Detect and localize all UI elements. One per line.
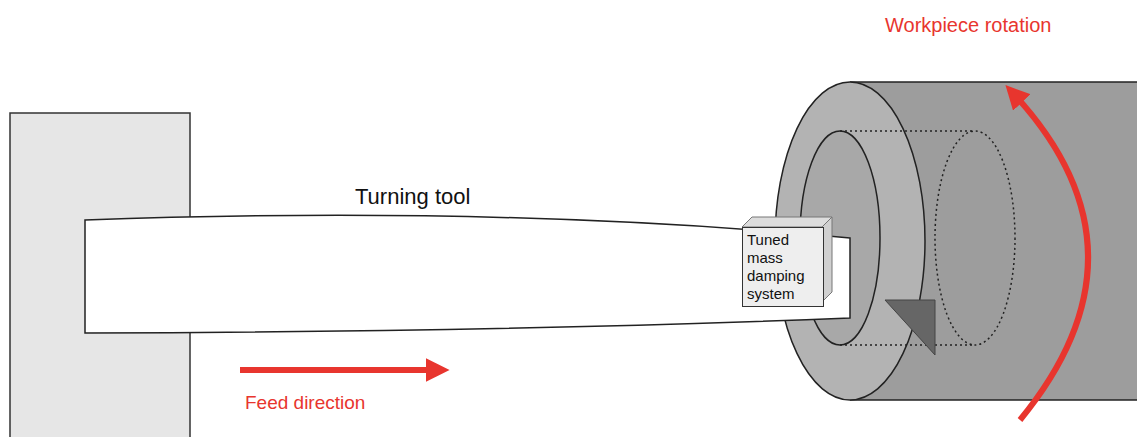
tool-bar bbox=[85, 215, 850, 333]
node-text: Tuned mass damping system bbox=[747, 231, 819, 303]
damper-box: Tuned mass damping system bbox=[742, 227, 824, 307]
rotation-arrow bbox=[1012, 92, 1088, 420]
feed-label: Feed direction bbox=[245, 392, 365, 414]
tool-label: Turning tool bbox=[355, 184, 470, 209]
feed-arrow bbox=[240, 367, 440, 373]
damper-top bbox=[742, 217, 832, 227]
bore-back bbox=[935, 131, 1015, 345]
rotation-label: Workpiece rotation bbox=[885, 14, 1051, 37]
cutting-insert bbox=[885, 300, 935, 355]
